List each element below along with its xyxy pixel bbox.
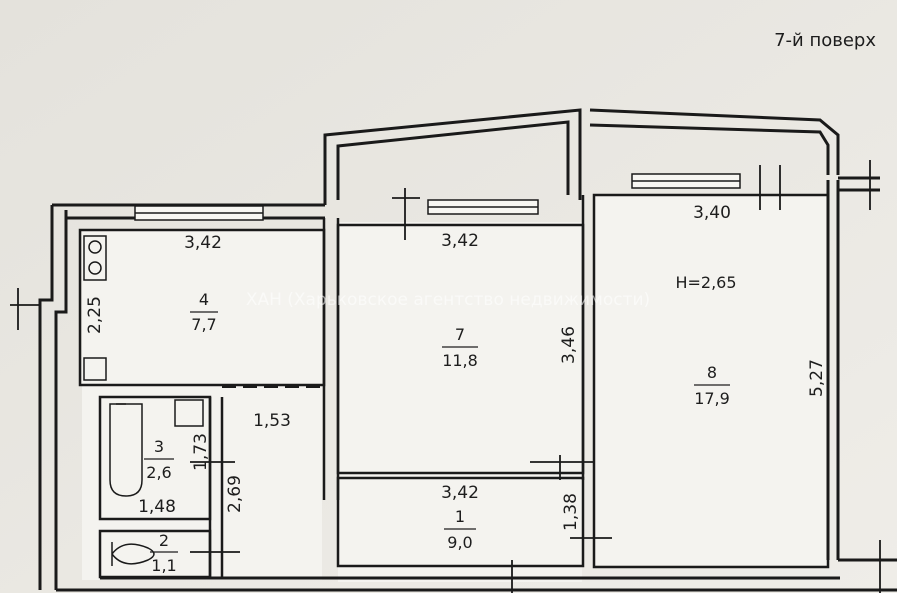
- dim-corridor-width: 1,53: [253, 411, 291, 431]
- dimension-ticks: [10, 160, 881, 593]
- room-8-area: 17,9: [694, 389, 730, 408]
- windows: [134, 173, 741, 221]
- room-7-area: 11,8: [442, 351, 478, 370]
- stove-icon: [83, 235, 107, 281]
- room-2-number: 2: [159, 531, 169, 550]
- dim-kitchen-depth: 2,25: [85, 296, 105, 334]
- room-3-area: 2,6: [146, 463, 171, 482]
- dim-bath-depth: 1,73: [191, 433, 211, 471]
- dimension-labels: 3,42 2,25 3,42 3,46 3,40 5,27 1,53 1,48 …: [85, 203, 827, 531]
- dim-corridor-depth: 2,69: [225, 475, 245, 513]
- room-7-number: 7: [455, 325, 465, 344]
- room-8-number: 8: [707, 363, 717, 382]
- room-4-number: 4: [199, 290, 209, 309]
- interior-walls: [78, 193, 830, 579]
- dim-room7-width: 3,42: [441, 231, 479, 251]
- bath-sink-icon: [174, 399, 204, 427]
- watermark: ХАН (Харьковское агентство недвижимости): [246, 290, 650, 310]
- dim-hall-width: 3,42: [441, 483, 479, 503]
- interior-fill: [82, 195, 828, 582]
- room-1-number: 1: [455, 507, 465, 526]
- room-4-area: 7,7: [191, 315, 216, 334]
- dim-room8-width: 3,40: [693, 203, 731, 223]
- burner-icon: [88, 261, 102, 275]
- dim-hall-depth: 1,38: [561, 493, 581, 531]
- bathtub-icon: [109, 403, 143, 497]
- floor-label: 7-й поверх: [774, 30, 876, 51]
- room-1-area: 9,0: [447, 533, 472, 552]
- ceiling-height: Н=2,65: [675, 273, 736, 292]
- room-2-area: 1,1: [151, 556, 176, 575]
- dim-bath-width: 1,48: [138, 497, 176, 517]
- room-labels: 4 7,7 7 11,8 8 17,9 3 2,6 1 9,0 2 1,1: [144, 290, 730, 575]
- fixtures: [83, 235, 204, 566]
- dim-room8-depth: 5,27: [807, 359, 827, 397]
- burner-icon: [88, 240, 102, 254]
- dim-kitchen-width: 3,42: [184, 233, 222, 253]
- dim-room7-depth: 3,46: [559, 326, 579, 364]
- kitchen-sink-icon: [83, 357, 107, 381]
- toilet-icon: [111, 542, 155, 566]
- room-3-number: 3: [154, 437, 164, 456]
